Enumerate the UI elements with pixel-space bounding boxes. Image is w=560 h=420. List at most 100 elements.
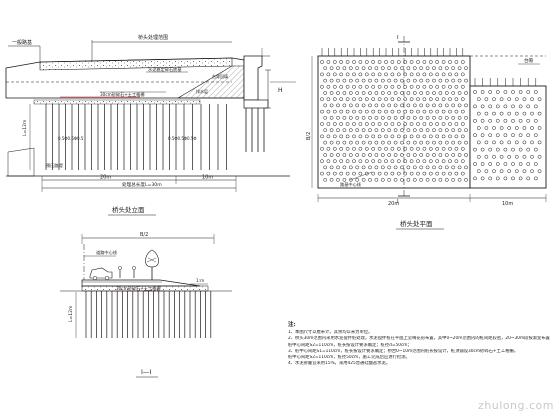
- plan-pile-dot: [473, 176, 477, 181]
- plan-pile-dot: [393, 66, 398, 71]
- plan-pile-dot: [336, 103, 340, 108]
- plan-pile-dot: [355, 140, 360, 145]
- plan-pile-dot: [364, 97, 369, 102]
- plan-pile-dot: [412, 78, 417, 83]
- plan-pile-dot: [488, 104, 493, 109]
- pile-row-label-left: 0.5Φ0.5Φ0.5: [58, 136, 84, 141]
- plan-pile-dot: [320, 109, 324, 114]
- plan-pile-dot: [530, 169, 534, 174]
- plan-pile-dot: [374, 177, 379, 182]
- plan-pile-dot: [432, 103, 436, 108]
- plan-pile-dot: [332, 97, 337, 102]
- plan-pile-dot: [533, 90, 538, 94]
- watermark: zhulong.com: [478, 399, 554, 412]
- plan-pile-dot: [371, 72, 376, 77]
- plan-pile-dot: [457, 140, 462, 145]
- plan-pile-dot: [432, 165, 436, 170]
- plan-pile-dot: [428, 60, 433, 64]
- plan-pile-dot: [374, 128, 379, 133]
- plan-pile-dot: [460, 84, 465, 89]
- plan-pile-dot: [518, 118, 523, 123]
- plan-pile-dot: [352, 97, 356, 102]
- plan-pile-dot: [533, 176, 538, 181]
- plan-pile-dot: [323, 115, 328, 120]
- height-label: H: [278, 87, 283, 94]
- plan-pile-dot: [444, 78, 449, 83]
- abutment-label: 台帽: [524, 57, 533, 64]
- plan-pile-dot: [507, 154, 512, 159]
- plan-pile-dot: [361, 78, 366, 83]
- plan-pile-dot: [422, 122, 427, 126]
- plan-pile-dot: [503, 90, 508, 94]
- plan-pile-dot: [358, 72, 363, 77]
- plan-zone-10m: [469, 85, 547, 189]
- plan-pile-dot: [412, 165, 417, 170]
- plan-pile-dot: [323, 91, 328, 95]
- plan-pile-dot: [400, 128, 404, 133]
- plan-pile-dot: [488, 176, 493, 181]
- plan-pile-dot: [503, 162, 508, 166]
- plan-pile-dot: [460, 72, 465, 77]
- plan-pile-dot: [526, 104, 531, 109]
- plan-pile-dot: [364, 159, 369, 164]
- plan-pile-dot: [438, 78, 443, 83]
- plan-pile-dot: [435, 159, 440, 164]
- plan-pile-dot: [444, 140, 449, 145]
- plan-pile-dot: [518, 104, 523, 109]
- plan-pile-dot: [416, 109, 420, 114]
- plan-pile-dot: [484, 154, 489, 159]
- plan-pile-dot: [320, 146, 324, 151]
- plan-pile-dot: [332, 134, 337, 139]
- plan-pile-dot: [326, 171, 331, 176]
- plan-pile-dot: [409, 146, 414, 151]
- plan-pile-dot: [368, 78, 372, 83]
- plan-pile-dot: [400, 140, 404, 145]
- plan-pile-dot: [425, 115, 430, 120]
- plan-pile-dot: [499, 111, 504, 116]
- plan-pile-dot: [406, 66, 411, 71]
- plan-pile-dot: [339, 122, 344, 126]
- plan-pile-dot: [454, 171, 459, 176]
- plan-pile-dot: [342, 128, 347, 133]
- plan-pile-dot: [400, 66, 404, 71]
- plan-pile-dot: [352, 146, 356, 151]
- plan-pile-dot: [438, 153, 443, 157]
- plan-pile-dot: [393, 115, 398, 120]
- plan-pile-dot: [368, 66, 372, 71]
- plan-pile-dot: [380, 128, 385, 133]
- plan-pile-dot: [419, 115, 424, 120]
- plan-pile-dot: [400, 91, 404, 95]
- plan-pile-dot: [368, 140, 372, 145]
- plan-pile-dot: [403, 84, 408, 89]
- plan-pile-dot: [336, 177, 340, 182]
- plan-pile-dot: [403, 60, 408, 64]
- plan-pile-dot: [345, 134, 350, 139]
- plan-pile-dot: [518, 162, 523, 166]
- elevation-top-left-label: 一般路基: [12, 39, 32, 46]
- plan-pile-dot: [409, 171, 414, 176]
- plan-pile-dot: [507, 169, 512, 174]
- plan-pile-dot: [339, 97, 344, 102]
- plan-pile-dot: [492, 154, 496, 159]
- plan-pile-dot: [320, 159, 324, 164]
- plan-pile-dot: [464, 78, 468, 83]
- note-line: 1、本图尺寸以厘米计，其余均以米为单位。: [288, 330, 373, 336]
- plan-pile-dot: [416, 171, 420, 176]
- plan-pile-dot: [364, 146, 369, 151]
- plan-pile-dot: [473, 133, 477, 138]
- plan-pile-dot: [488, 147, 493, 152]
- plan-pile-dot: [495, 133, 500, 138]
- plan-pile-dot: [454, 146, 459, 151]
- plan-pile-dot: [393, 165, 398, 170]
- plan-pile-dot: [451, 103, 456, 108]
- plan-pile-dot: [511, 176, 515, 181]
- plan-pile-dot: [323, 128, 328, 133]
- plan-pile-dot: [441, 122, 446, 126]
- plan-pile-dot: [441, 109, 446, 114]
- plan-pile-dot: [336, 128, 340, 133]
- plan-pile-dot: [499, 140, 504, 145]
- plan-pile-dot: [451, 140, 456, 145]
- plan-pile-dot: [339, 72, 344, 77]
- plan-pile-dot: [390, 84, 395, 89]
- plan-pile-dot: [345, 171, 350, 176]
